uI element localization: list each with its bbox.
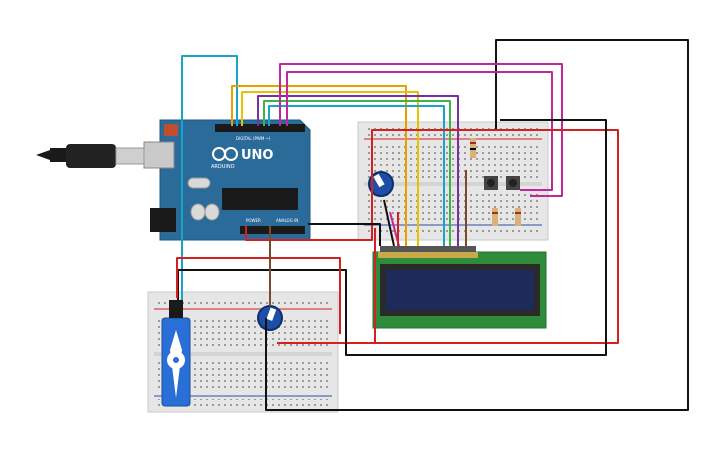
arduino-logo-icon (212, 147, 238, 161)
wires (176, 39, 689, 411)
model-text: UNO (241, 148, 274, 163)
servo-motor-icon (161, 300, 191, 407)
potentiometer-icon (257, 305, 283, 331)
resistor-icon (515, 208, 521, 226)
potentiometer-icon (368, 171, 394, 197)
usb-cable-icon (36, 144, 145, 168)
push-button-icon (506, 176, 520, 190)
arduino-uno-board: UNO ARDUINO DIGITAL (PWM ~) POWER ANALOG… (143, 119, 311, 241)
brand-text: ARDUINO (211, 164, 235, 170)
resistor-icon (470, 138, 476, 158)
lcd-header-pins (380, 246, 476, 252)
digital-label: DIGITAL (PWM ~) (236, 136, 271, 141)
resistor-icon (492, 208, 498, 226)
power-label: POWER (246, 218, 261, 223)
lcd-display-icon (372, 251, 547, 329)
push-button-icon (484, 176, 498, 190)
analog-label: ANALOG IN (276, 218, 298, 223)
